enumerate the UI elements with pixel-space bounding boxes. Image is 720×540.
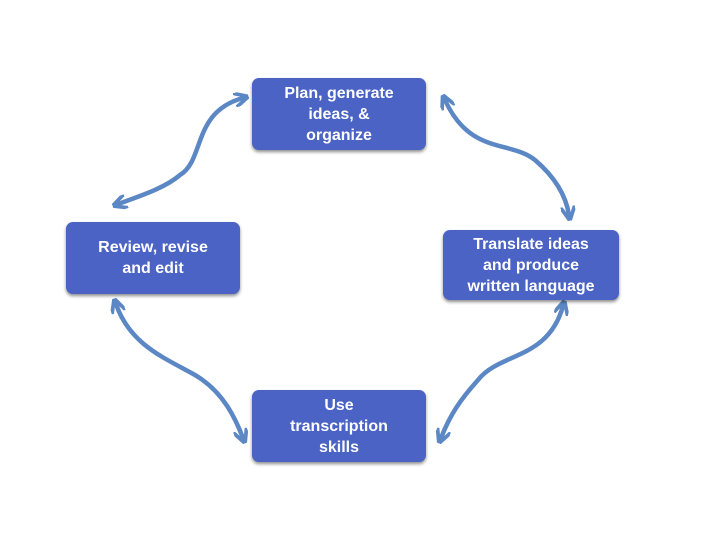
node-review-label: Review, revise and edit xyxy=(98,239,208,277)
node-review-revise-edit: Review, revise and edit xyxy=(66,222,240,294)
node-plan-generate-organize: Plan, generate ideas, & organize xyxy=(252,78,426,150)
arrow-review-transcribe xyxy=(116,304,243,438)
node-transcribe-label: Use transcription skills xyxy=(290,396,388,456)
node-plan-label: Plan, generate ideas, & organize xyxy=(284,84,394,144)
arrow-plan-review xyxy=(118,98,243,204)
node-translate-produce: Translate ideas and produce written lang… xyxy=(443,230,619,300)
node-translate-label: Translate ideas and produce written lang… xyxy=(467,235,595,295)
node-transcription-skills: Use transcription skills xyxy=(252,390,426,462)
arrow-translate-transcribe xyxy=(441,306,563,438)
arrow-plan-translate xyxy=(445,100,569,215)
